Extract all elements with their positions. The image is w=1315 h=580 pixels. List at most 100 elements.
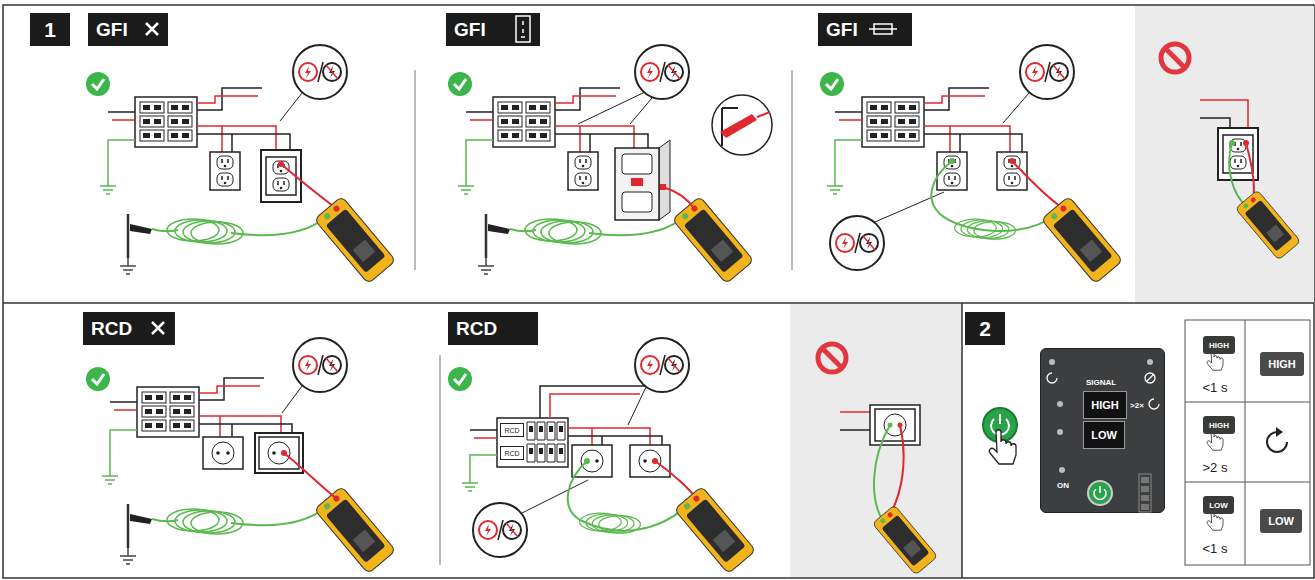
section-prohibited-2: [890, 425, 904, 515]
section-gfi-breaker: [622, 192, 652, 212]
section-gfi-breaker: [615, 148, 659, 220]
section-rcd: [674, 486, 756, 573]
panel-icons: [1047, 359, 1159, 512]
panel-icons: [1057, 401, 1063, 407]
section-gfi-breaker: [568, 152, 598, 190]
section-rcd: [448, 338, 756, 574]
section-rcd: [448, 367, 472, 391]
section-gfi-breaker: [631, 178, 643, 186]
panel-icons: [1147, 359, 1153, 365]
section-tab: GFI: [446, 13, 540, 46]
rcd-breaker: RCD: [500, 423, 524, 437]
section-gfi-fuse: [931, 161, 1054, 231]
section-rcd: [473, 503, 527, 557]
panel-icons: [1145, 373, 1155, 383]
section-gfi-breaker: [448, 72, 472, 96]
section-rcd: [470, 455, 497, 475]
section-prohibited-1: [1235, 190, 1300, 260]
section-rcd: [630, 445, 670, 477]
section-gfi-none: [86, 72, 110, 96]
section-gfi-none: [86, 45, 396, 284]
section-gfi-fuse: [924, 134, 1022, 152]
section-prohibited-2: [875, 409, 915, 441]
panel-icons: [1139, 474, 1151, 512]
node-text: GFI: [454, 19, 486, 41]
section-rcd-none: [259, 437, 299, 469]
panel-icons: [1059, 467, 1065, 473]
tab-symbols: [874, 24, 892, 34]
section-prohibited-2: [870, 405, 920, 445]
panel-icons: [1149, 399, 1159, 409]
tab-symbols: [152, 322, 164, 334]
section-gfi-fuse: [820, 72, 844, 96]
tab-symbols: [146, 23, 158, 35]
section-rcd: [655, 461, 696, 498]
section-gfi-none: [100, 88, 262, 194]
panel-label: SIGNAL: [1086, 378, 1116, 387]
section-rcd: [529, 426, 563, 454]
frame: [961, 303, 963, 578]
section-prohibited-2: [818, 344, 938, 575]
section-rcd: [568, 461, 687, 531]
section-gfi-breaker: [635, 45, 689, 99]
section-gfi-none: [293, 45, 347, 99]
section-gfi-fuse: [1012, 161, 1063, 208]
section-prohibited-1: [1161, 44, 1301, 260]
section-gfi-breaker: [448, 45, 772, 284]
node-text: RCD: [504, 450, 519, 457]
node-text: 2: [979, 317, 991, 341]
section-prohibited-1: [1229, 143, 1246, 206]
section-rcd: [522, 480, 588, 513]
key-badge: LOW: [1203, 496, 1234, 514]
section-gfi-breaker: [666, 188, 694, 208]
section-rcd-none: [255, 433, 303, 473]
section-prohibited-1: [1161, 44, 1189, 72]
section-tab: GFI: [818, 13, 912, 46]
section-gfi-breaker: [458, 88, 620, 194]
section-gfi-none: [210, 152, 240, 190]
section-rcd-none: [284, 453, 336, 498]
section-rcd: [470, 386, 645, 430]
frame: [790, 304, 962, 577]
key-badge: HIGH: [1203, 416, 1235, 434]
section-rcd-none: [293, 338, 347, 392]
frame: [3, 5, 1314, 578]
node-text: RCD: [456, 318, 497, 340]
frame: [1135, 6, 1314, 303]
signal-button: HIGH: [1083, 391, 1127, 419]
section-rcd-none: [282, 386, 302, 413]
panel-icons: [1094, 486, 1106, 499]
section-gfi-breaker: [578, 92, 652, 124]
section-rcd-none: [102, 378, 264, 484]
section-gfi-breaker: [712, 95, 772, 155]
section-gfi-none: [197, 126, 276, 152]
section-prohibited-1: [1200, 100, 1248, 128]
section-controls: [999, 414, 1001, 424]
section-gfi-none: [120, 196, 396, 283]
node-text: GFI: [96, 19, 128, 41]
section-prohibited-2: [840, 411, 870, 413]
section-rcd: [462, 475, 478, 491]
frame: [3, 5, 1314, 578]
section-gfi-none: [280, 93, 302, 121]
section-controls: [983, 320, 1310, 565]
rcd-breaker: RCD: [500, 446, 524, 460]
section-gfi-breaker: [622, 154, 652, 174]
section-rcd-none: [203, 437, 243, 469]
panel-icons: [1141, 477, 1149, 510]
section-prohibited-1: [1200, 118, 1230, 128]
section-controls: [989, 430, 1016, 464]
timing-label: <1 s: [1203, 380, 1228, 395]
section-tab: 2: [965, 312, 1005, 345]
panel-label: ON: [1057, 481, 1069, 490]
section-controls: [1185, 320, 1310, 565]
node-text: HIGH: [1268, 358, 1296, 370]
section-prohibited-2: [818, 344, 846, 372]
tab-symbols: [146, 16, 897, 334]
section-gfi-fuse: [830, 216, 884, 270]
section-rcd: [628, 387, 646, 425]
section-controls: [1185, 320, 1310, 565]
section-gfi-breaker: [660, 184, 666, 190]
